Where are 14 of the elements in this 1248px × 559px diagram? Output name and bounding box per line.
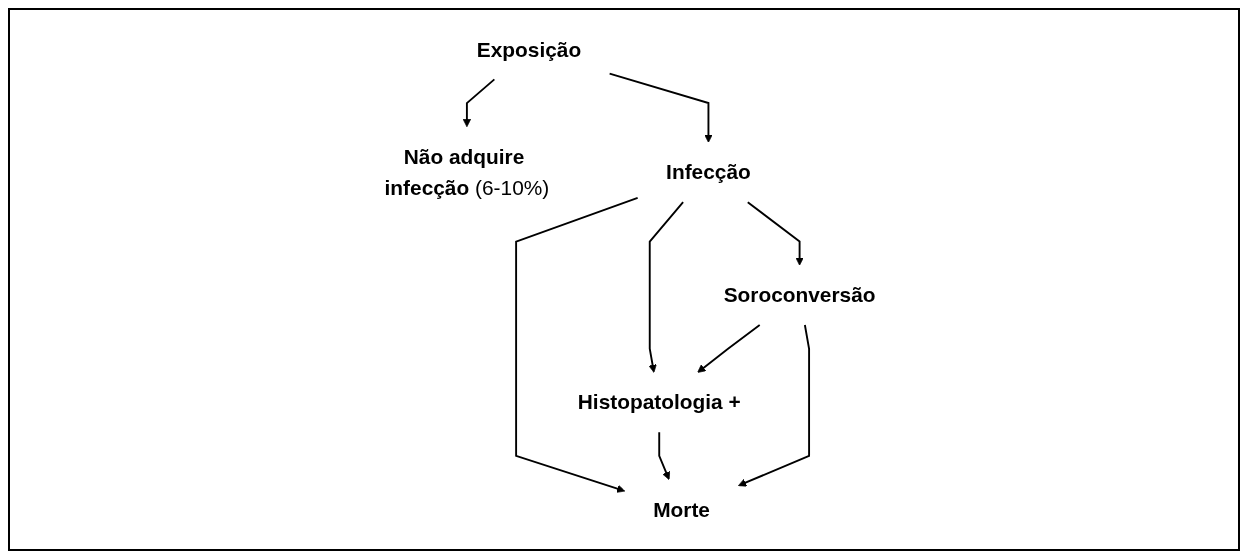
node-label: Histopatologia + (577, 390, 741, 415)
arrow (747, 201, 804, 266)
node-label: Exposição (476, 37, 582, 62)
node-label: Infecção (666, 160, 751, 185)
arrow (658, 431, 671, 481)
arrow (738, 324, 811, 487)
arrow (697, 324, 761, 373)
arrow (608, 72, 713, 143)
arrow (462, 78, 496, 128)
arrow (648, 201, 685, 373)
node-label: Soroconversão (723, 283, 876, 307)
node-label: Não adquire infecção (6-10%) (384, 144, 550, 200)
arrow (515, 196, 639, 493)
node-label: Morte (653, 497, 711, 522)
